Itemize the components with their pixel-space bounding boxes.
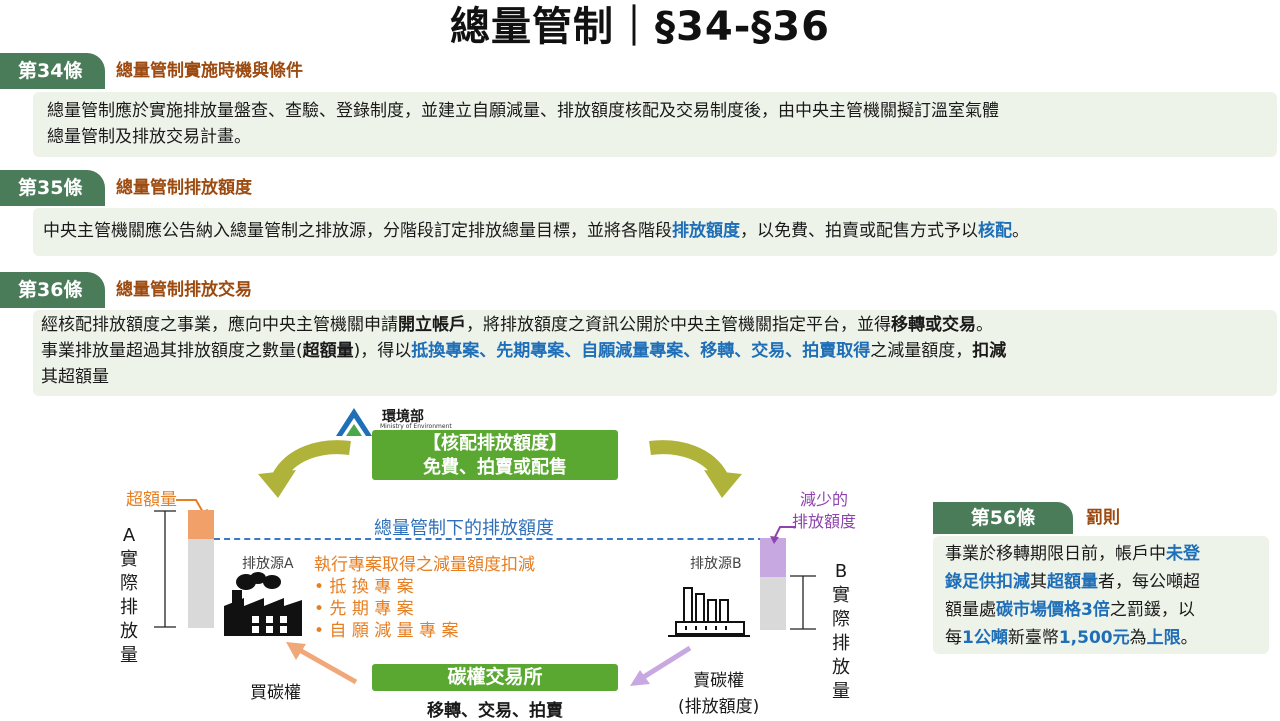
a-height-bracket-icon (154, 510, 176, 628)
source-b-emission-bar (760, 577, 786, 630)
reduced-allowance-bar (760, 538, 786, 577)
allocation-arrow-left-icon (258, 440, 351, 498)
buy-credits-label: 買碳權 (250, 683, 301, 703)
project-deduction-text: 執行專案取得之減量額度扣減 • 抵 換 專 案 • 先 期 專 案 • 自 願 … (314, 555, 535, 641)
article-35-heading: 總量管制排放額度 (116, 178, 252, 198)
cap-label: 總量管制下的排放額度 (374, 518, 554, 539)
source-a-label: 排放源A (242, 556, 294, 572)
sell-credits-label: 賣碳權 (排放額度) (678, 671, 760, 717)
article-35-text: 中央主管機關應公告納入總量管制之排放源，分階段訂定排放總量目標，並將各階段排放額… (33, 208, 1277, 256)
b-height-bracket-icon (790, 575, 816, 630)
ministry-name-en: Ministry of Environment (380, 423, 452, 430)
article-36-heading: 總量管制排放交易 (116, 280, 252, 300)
article-56-heading: 罰則 (1086, 508, 1120, 528)
article-34-heading: 總量管制實施時機與條件 (116, 61, 303, 81)
article-36-tag: 第36條 (0, 272, 105, 308)
a-actual-emission-label: A 實 際 排 放 量 (120, 525, 138, 666)
ministry-name: 環境部 (382, 409, 424, 425)
article-35-tag: 第35條 (0, 170, 105, 206)
reduced-allowance-label: 減少的 排放額度 (792, 490, 857, 531)
source-a-allowance-bar (188, 539, 214, 628)
page-title: 總量管制｜§34-§36 (450, 4, 830, 50)
article-34-tag: 第34條 (0, 53, 105, 89)
reduced-pointer-icon (770, 526, 796, 544)
buy-arrow-icon (286, 642, 358, 685)
factory-a-icon (224, 572, 302, 636)
excess-bar (188, 510, 214, 539)
article-36-text: 經核配排放額度之事業，應向中央主管機關申請開立帳戶，將排放額度之資訊公開於中央主… (33, 310, 1277, 396)
carbon-exchange-box: 碳權交易所 (372, 664, 618, 691)
source-b-label: 排放源B (690, 556, 742, 572)
cap-line (214, 538, 764, 540)
excess-label: 超額量 (126, 490, 177, 510)
article-56-text: 事業於移轉期限日前，帳戶中未登 錄足供扣減其超額量者，每公噸超 額量處碳市場價格… (933, 536, 1269, 654)
article-56-tag: 第56條 (933, 502, 1073, 534)
article-34-text: 總量管制應於實施排放量盤查、查驗、登錄制度，並建立自願減量、排放額度核配及交易制… (33, 92, 1277, 157)
factory-b-icon (668, 587, 750, 637)
sell-arrow-icon (630, 645, 692, 686)
allocation-arrow-right-icon (649, 440, 742, 498)
exchange-methods: 移轉、交易、拍賣 (427, 701, 563, 721)
ministry-logo-icon (336, 408, 372, 436)
allocation-box: 【核配排放額度】 免費、拍賣或配售 (372, 430, 618, 480)
b-actual-emission-label: B 實 際 排 放 量 (832, 561, 850, 702)
